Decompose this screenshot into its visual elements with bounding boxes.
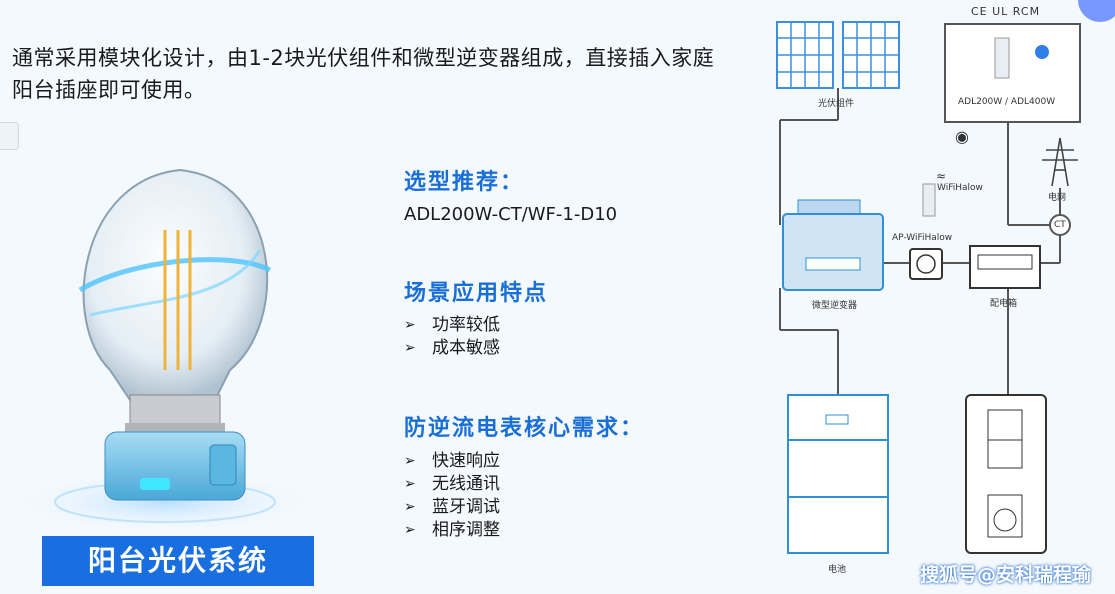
wifi-icon: ≈ (936, 169, 946, 183)
intro-text: 通常采用模块化设计，由1-2块光伏组件和微型逆变器组成，直接插入家庭阳台插座即可… (12, 46, 715, 102)
selection-title: 选型推荐： (404, 170, 525, 195)
bulb-illustration (15, 168, 315, 532)
micro-inverter-icon (782, 199, 884, 291)
watermark: 搜狐号@安科瑞程瑜 (919, 564, 1091, 586)
wifi-label: WiFiHalow (937, 183, 983, 193)
panel-label: 配电箱 (990, 299, 1018, 309)
ap-label: AP-WiFiHalow (892, 233, 953, 243)
features-list: ➢功率较低 ➢成本敏感 (404, 314, 500, 360)
meter-device-icon (994, 37, 1010, 79)
distribution-box-icon (969, 245, 1041, 289)
model-number: ADL200W-CT/WF-1-D10 (404, 204, 618, 225)
home-appliances-icon (965, 394, 1047, 554)
list-item: ➢无线通讯 (404, 474, 500, 494)
arrow-bullet-icon: ➢ (404, 453, 416, 469)
list-item: ➢相序调整 (404, 520, 500, 540)
ct-label: CT (1054, 220, 1066, 230)
battery-icon (787, 394, 889, 554)
arrow-bullet-icon: ➢ (404, 522, 416, 538)
system-banner: 阳台光伏系统 (42, 536, 314, 586)
list-item: ➢快速响应 (404, 451, 500, 471)
wifi-signal-icon: ◉ (955, 127, 969, 146)
grid-label: 电网 (1048, 193, 1067, 203)
list-item: ➢功率较低 (404, 315, 500, 335)
corner-decoration (1078, 0, 1115, 22)
arrow-bullet-icon: ➢ (404, 476, 416, 492)
list-item: ➢蓝牙调试 (404, 497, 500, 517)
pv-panel-icon (776, 21, 900, 89)
arrow-bullet-icon: ➢ (404, 340, 416, 356)
pv-label: 光伏组件 (818, 99, 855, 109)
meter-box (944, 23, 1081, 123)
features-title: 场景应用特点 (404, 281, 549, 306)
needs-list: ➢快速响应 ➢无线通讯 ➢蓝牙调试 ➢相序调整 (404, 450, 500, 542)
side-tab (0, 122, 19, 150)
list-item: ➢成本敏感 (404, 338, 500, 358)
inverter-label: 微型逆变器 (812, 301, 858, 311)
arrow-bullet-icon: ➢ (404, 317, 416, 333)
cert-label: CE UL RCM (971, 5, 1041, 18)
arrow-bullet-icon: ➢ (404, 499, 416, 515)
socket-icon (909, 248, 943, 280)
needs-title: 防逆流电表核心需求： (404, 416, 645, 441)
battery-label: 电池 (828, 565, 847, 575)
power-pylon-icon (1042, 137, 1078, 187)
wifi-halow-device-icon (922, 183, 936, 217)
status-dot-icon (1035, 45, 1049, 59)
meter-label: ADL200W / ADL400W (958, 97, 1056, 107)
